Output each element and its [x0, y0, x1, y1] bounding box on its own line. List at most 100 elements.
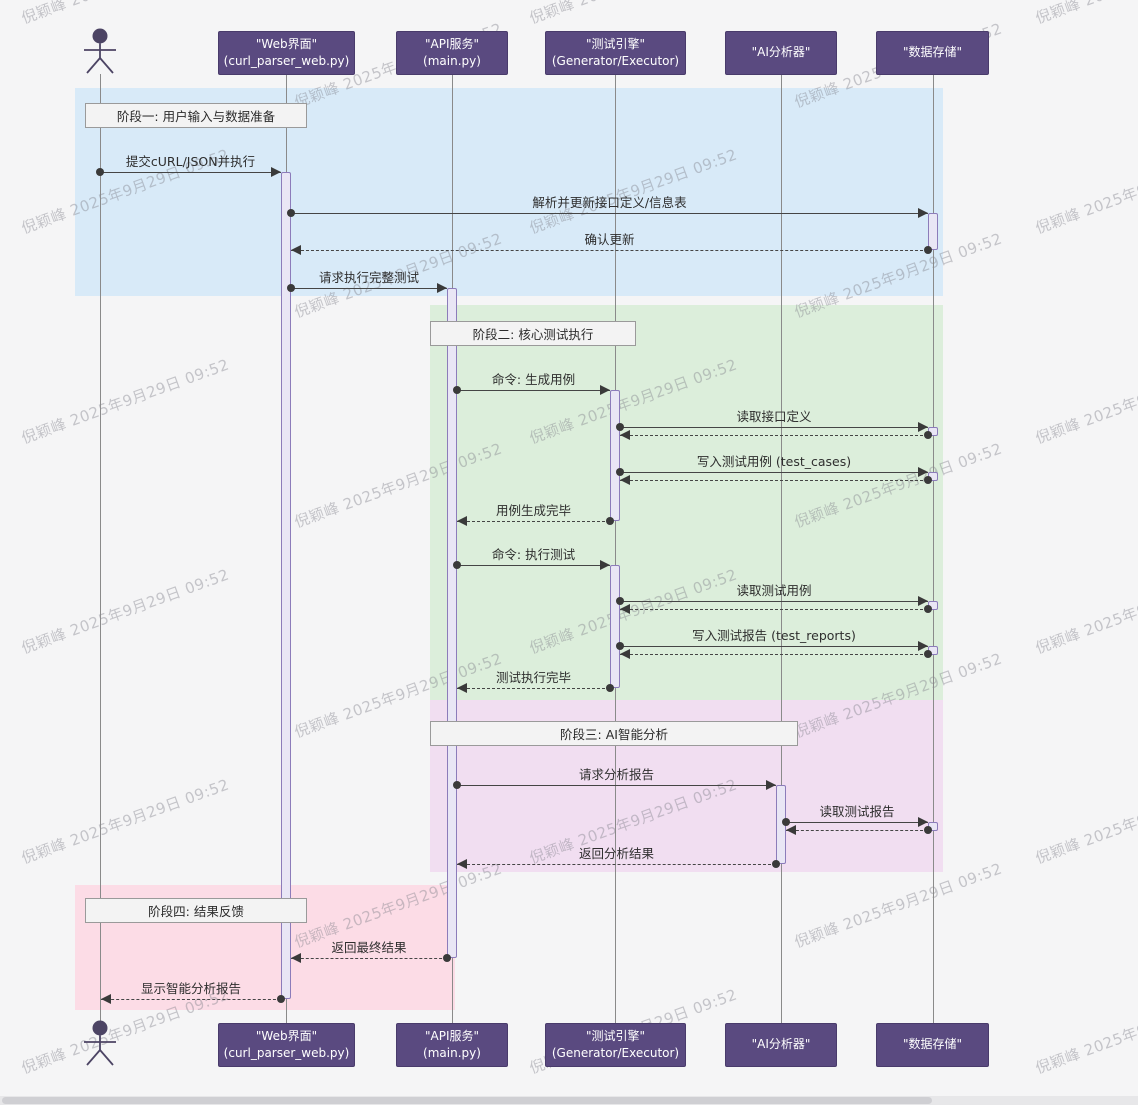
participant-label: (curl_parser_web.py) — [223, 1046, 350, 1060]
participant-label: (Generator/Executor) — [551, 54, 680, 68]
watermark: 倪颖峰 2025年9月29日 09:52 — [1033, 145, 1138, 238]
message-label: 显示智能分析报告 — [140, 981, 242, 996]
message-origin-dot — [443, 954, 451, 962]
participant-engine-top: "测试引擎" (Generator/Executor) — [545, 31, 686, 75]
arrowhead-left-icon — [620, 649, 630, 659]
participant-label: "AI分析器" — [751, 45, 811, 60]
message-label: 写入测试用例 (test_cases) — [696, 454, 852, 469]
message-origin-dot — [924, 246, 932, 254]
participant-label: "数据存储" — [902, 1037, 963, 1052]
arrowhead-right-icon — [918, 208, 928, 218]
message-line — [620, 654, 928, 655]
arrowhead-left-icon — [291, 245, 301, 255]
message-line — [620, 472, 928, 473]
message-label: 命令: 执行测试 — [491, 547, 576, 562]
actor-icon — [84, 1020, 116, 1066]
lifeline-user — [100, 74, 101, 1023]
message-line — [620, 646, 928, 647]
message-line — [620, 609, 928, 610]
message-line — [457, 565, 610, 566]
participant-store-top: "数据存储" — [876, 31, 989, 75]
horizontal-scrollbar[interactable] — [0, 1096, 1138, 1105]
message-line — [291, 250, 928, 251]
lifeline-store — [933, 74, 934, 1023]
participant-engine-bottom: "测试引擎"(Generator/Executor) — [545, 1023, 686, 1067]
message-line — [457, 390, 610, 391]
watermark: 倪颖峰 2025年9月29日 09:52 — [1033, 985, 1138, 1078]
message-line — [457, 688, 610, 689]
message-origin-dot — [287, 209, 295, 217]
activation-bar — [610, 565, 620, 688]
message-label: 读取接口定义 — [736, 409, 812, 424]
arrowhead-right-icon — [600, 385, 610, 395]
message-origin-dot — [606, 517, 614, 525]
arrowhead-left-icon — [457, 516, 467, 526]
participant-ai-top: "AI分析器" — [725, 31, 837, 75]
message-line — [620, 427, 928, 428]
participant-label: "Web界面" — [255, 36, 318, 51]
participant-label: "测试引擎" — [585, 36, 646, 51]
participant-label: "数据存储" — [902, 45, 963, 60]
message-label: 用例生成完毕 — [495, 503, 572, 518]
participant-label: (main.py) — [423, 54, 481, 68]
phase-label-4: 阶段四: 结果反馈 — [85, 898, 307, 923]
watermark: 倪颖峰 2025年9月29日 09:52 — [1033, 775, 1138, 868]
message-origin-dot — [453, 781, 461, 789]
activation-bar — [447, 288, 457, 958]
arrowhead-left-icon — [457, 683, 467, 693]
horizontal-scrollbar-thumb[interactable] — [2, 1097, 932, 1104]
message-origin-dot — [616, 642, 624, 650]
message-origin-dot — [616, 597, 624, 605]
message-line — [100, 172, 281, 173]
watermark: 倪颖峰 2025年9月29日 09:52 — [19, 775, 232, 868]
participant-label: (curl_parser_web.py) — [223, 54, 350, 68]
message-label: 读取测试用例 — [736, 583, 812, 598]
message-origin-dot — [96, 168, 104, 176]
message-origin-dot — [287, 284, 295, 292]
message-label: 确认更新 — [584, 232, 635, 247]
participant-api-bottom: "API服务"(main.py) — [396, 1023, 508, 1067]
message-origin-dot — [616, 468, 624, 476]
message-line — [620, 601, 928, 602]
watermark: 倪颖峰 2025年9月29日 09:52 — [526, 0, 740, 28]
lifeline-ai — [781, 74, 782, 1023]
message-label: 读取测试报告 — [819, 804, 895, 819]
message-line — [786, 830, 928, 831]
participant-label: "测试引擎" — [585, 1028, 646, 1043]
activation-bar — [610, 390, 620, 521]
message-origin-dot — [924, 605, 932, 613]
message-line — [291, 958, 447, 959]
arrowhead-left-icon — [291, 953, 301, 963]
participant-ai-bottom: "AI分析器" — [725, 1023, 837, 1067]
message-line — [457, 521, 610, 522]
message-origin-dot — [453, 386, 461, 394]
phase-label-1: 阶段一: 用户输入与数据准备 — [85, 103, 307, 128]
watermark: 倪颖峰 2025年9月29日 09:52 — [18, 0, 232, 28]
message-origin-dot — [606, 684, 614, 692]
message-label: 返回最终结果 — [331, 940, 407, 955]
arrowhead-right-icon — [918, 817, 928, 827]
message-origin-dot — [277, 995, 285, 1003]
watermark: 倪颖峰 2025年9月29日 09:52 — [1033, 565, 1138, 658]
message-origin-dot — [924, 826, 932, 834]
message-line — [620, 435, 928, 436]
participant-label: "Web界面" — [255, 1028, 318, 1043]
watermark: 倪颖峰 2025年9月29日 09:52 — [1033, 355, 1138, 448]
participant-store-bottom: "数据存储" — [876, 1023, 989, 1067]
message-line — [786, 822, 928, 823]
watermark: 倪颖峰 2025年9月29日 09:52 — [19, 355, 232, 448]
participant-label: "AI分析器" — [751, 1037, 811, 1052]
message-line — [101, 999, 281, 1000]
arrowhead-left-icon — [101, 994, 111, 1004]
arrowhead-right-icon — [918, 596, 928, 606]
arrowhead-left-icon — [620, 475, 630, 485]
arrowhead-right-icon — [918, 641, 928, 651]
message-label: 写入测试报告 (test_reports) — [692, 628, 856, 643]
message-origin-dot — [616, 423, 624, 431]
lifeline-engine — [615, 74, 616, 1023]
actor-top — [80, 27, 120, 75]
message-label: 请求分析报告 — [578, 767, 655, 782]
message-origin-dot — [924, 650, 932, 658]
message-origin-dot — [782, 818, 790, 826]
